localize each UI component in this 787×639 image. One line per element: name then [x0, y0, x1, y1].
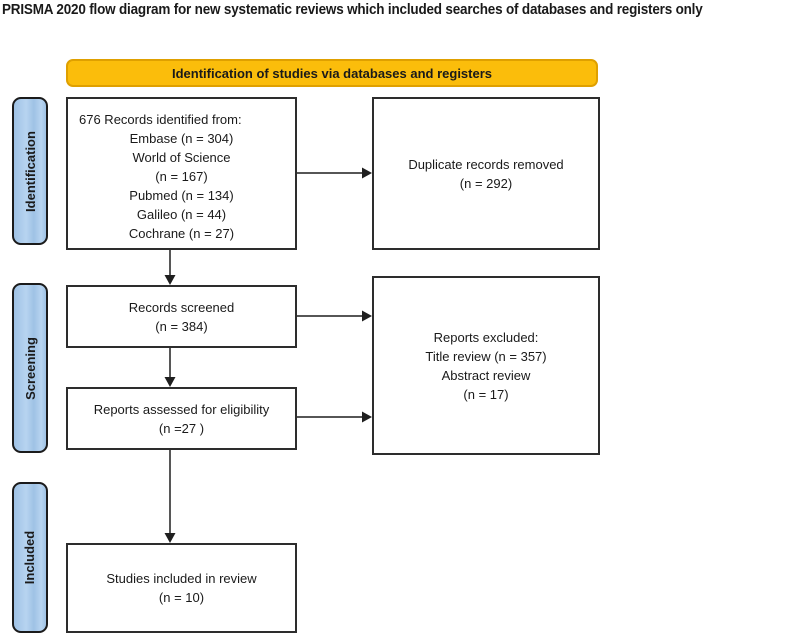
stage-label-included: Included: [22, 530, 38, 585]
stage-label-screening: Screening: [22, 336, 38, 400]
banner-label: Identification of studies via databases …: [171, 65, 493, 81]
records-identified-source: Galileo (n = 44): [136, 207, 227, 222]
studies-count: (n = 10): [158, 590, 205, 605]
arrow-assessed-to-excluded-icon: [297, 411, 372, 423]
box-records-identified: 676 Records identified from: Embase (n =…: [66, 97, 297, 250]
arrow-screened-to-assessed-icon: [164, 348, 176, 387]
screened-count: (n = 384): [155, 318, 208, 334]
records-identified-source: Embase (n = 304): [129, 131, 234, 146]
box-reports-assessed: Reports assessed for eligibility (n =27 …: [66, 387, 297, 450]
arrow-screened-to-excluded-icon: [297, 310, 372, 322]
excluded-line: Abstract review: [441, 367, 531, 383]
box-duplicate-records-removed: Duplicate records removed (n = 292): [372, 97, 600, 250]
excluded-line: Reports excluded:: [433, 329, 539, 345]
assessed-count: (n =27 ): [158, 420, 205, 436]
screened-line: Records screened: [128, 299, 235, 315]
records-identified-source: Pubmed (n = 134): [129, 188, 234, 203]
duplicates-line: Duplicate records removed: [408, 156, 564, 172]
assessed-line: Reports assessed for eligibility: [93, 401, 270, 417]
studies-line: Studies included in review: [106, 571, 257, 586]
stage-bar-identification: Identification: [12, 97, 48, 245]
page-title: PRISMA 2020 flow diagram for new systema…: [2, 2, 703, 18]
records-identified-lead: 676 Records identified from:: [79, 112, 242, 127]
stage-bar-screening: Screening: [12, 283, 48, 453]
records-identified-source: (n = 167): [155, 169, 208, 184]
box-reports-excluded: Reports excluded: Title review (n = 357)…: [372, 276, 600, 455]
records-identified-source: Cochrane (n = 27): [128, 226, 235, 241]
banner-identification-of-studies: Identification of studies via databases …: [66, 59, 598, 87]
arrow-identified-to-duplicates-icon: [297, 167, 372, 179]
arrow-identified-to-screened-icon: [164, 250, 176, 285]
arrow-assessed-to-included-icon: [164, 450, 176, 543]
stage-bar-included: Included: [12, 482, 48, 633]
excluded-line: Title review (n = 357): [425, 348, 547, 364]
box-studies-included: Studies included in review (n = 10): [66, 543, 297, 633]
stage-label-identification: Identification: [22, 130, 38, 212]
duplicates-count: (n = 292): [459, 175, 513, 191]
excluded-count: (n = 17): [463, 386, 509, 402]
records-identified-source: World of Science: [132, 150, 231, 165]
box-records-screened: Records screened (n = 384): [66, 285, 297, 348]
